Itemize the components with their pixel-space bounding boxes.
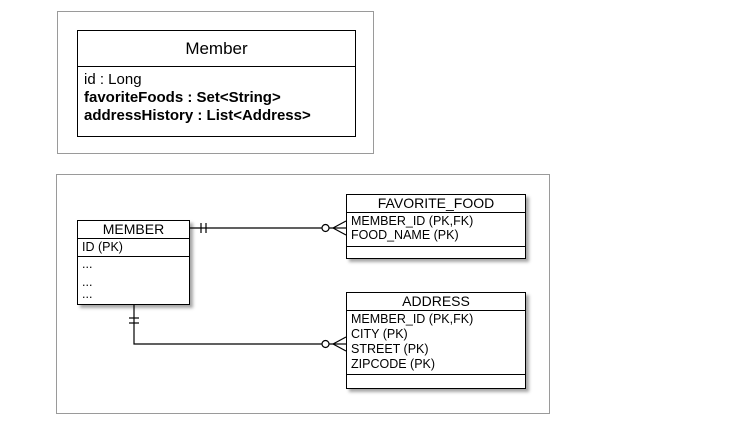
member-entity: MEMBER ID (PK) ... ... ...: [77, 220, 190, 305]
attribute-favorite-foods: favoriteFoods : Set<String>: [84, 89, 281, 106]
member-address-relationship: [129, 304, 347, 352]
address-column: CITY (PK): [351, 327, 408, 341]
member-pk-section: ID (PK): [78, 239, 189, 257]
member-attribute-placeholder: ...: [82, 287, 93, 301]
favorite-food-columns-section: MEMBER_ID (PK,FK) FOOD_NAME (PK): [347, 213, 525, 247]
member-attribute-placeholder: ...: [82, 275, 93, 289]
favorite-food-entity-title: FAVORITE_FOOD: [347, 195, 525, 213]
crow-foot-icon: [332, 227, 347, 236]
crow-foot-icon: [332, 343, 347, 352]
address-empty-section: [347, 375, 525, 389]
member-entity-title: MEMBER: [78, 221, 189, 239]
favorite-food-empty-section: [347, 247, 525, 261]
favorite-food-column: FOOD_NAME (PK): [351, 228, 459, 242]
address-column: STREET (PK): [351, 342, 429, 356]
address-entity: ADDRESS MEMBER_ID (PK,FK) CITY (PK) STRE…: [346, 292, 526, 389]
member-class-box: Member id : Long favoriteFoods : Set<Str…: [77, 30, 356, 137]
member-class-title: Member: [78, 31, 355, 67]
address-columns-section: MEMBER_ID (PK,FK) CITY (PK) STREET (PK) …: [347, 311, 525, 375]
member-attribute-placeholder: ...: [82, 257, 93, 271]
member-class-attributes: id : Long favoriteFoods : Set<String> ad…: [78, 67, 355, 129]
relationship-line-address: [133, 304, 333, 345]
crow-foot-icon: [332, 220, 347, 229]
address-entity-title: ADDRESS: [347, 293, 525, 311]
member-pk-column: ID (PK): [82, 240, 123, 254]
zero-circle-icon: [321, 339, 330, 349]
favorite-food-column: MEMBER_ID (PK,FK): [351, 214, 474, 228]
member-favorite-food-relationship: [190, 220, 347, 236]
member-attributes-section: ... ... ...: [78, 257, 189, 301]
class-diagram-panel: Member id : Long favoriteFoods : Set<Str…: [57, 11, 374, 154]
zero-circle-icon: [321, 223, 330, 233]
attribute-address-history: addressHistory : List<Address>: [84, 107, 311, 124]
favorite-food-entity: FAVORITE_FOOD MEMBER_ID (PK,FK) FOOD_NAM…: [346, 194, 526, 259]
address-column: MEMBER_ID (PK,FK): [351, 312, 474, 326]
attribute-id: id : Long: [84, 71, 142, 88]
address-column: ZIPCODE (PK): [351, 357, 436, 371]
crow-foot-icon: [332, 336, 347, 345]
